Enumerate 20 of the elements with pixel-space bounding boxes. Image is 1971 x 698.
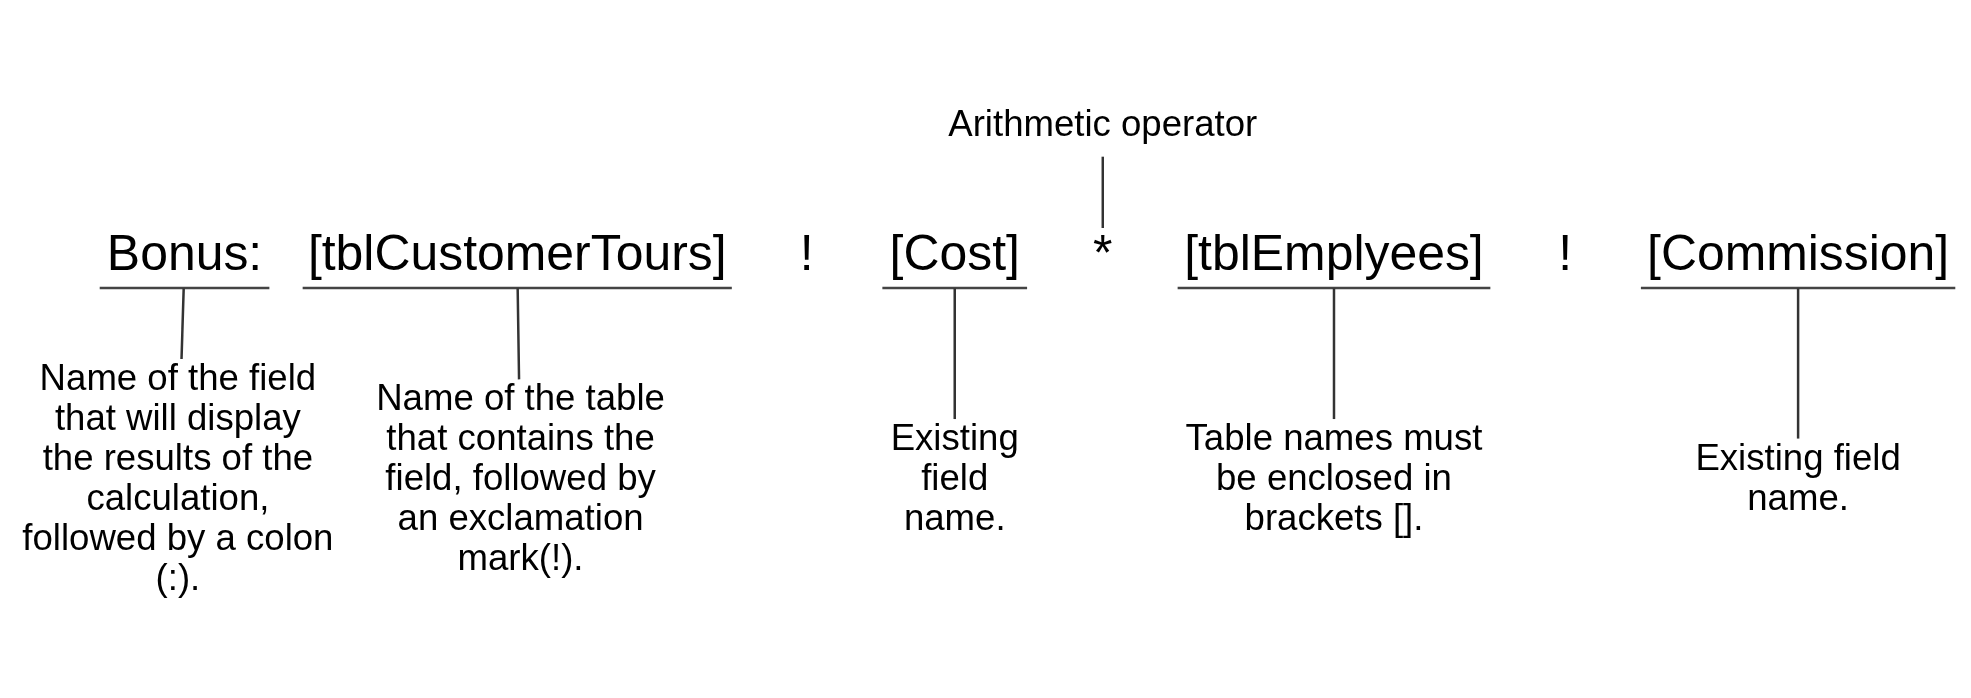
node-text: Existing field name. bbox=[1695, 436, 1901, 518]
node-text: Name of the table that contains the field, followed by an exclamation mark(!). bbox=[376, 376, 665, 578]
node-text: Name of the field that will display the results of the calculation, followed by a colon (:). bbox=[22, 356, 334, 598]
node-text: Table names must be enclosed in brackets []. bbox=[1185, 416, 1483, 538]
node-text: Bonus: bbox=[106, 224, 263, 281]
connector bbox=[1101, 156, 1104, 228]
label: ! bbox=[799, 224, 814, 281]
connector bbox=[516, 287, 521, 379]
node-text: Arithmetic operator bbox=[948, 102, 1258, 144]
connector bbox=[953, 287, 956, 419]
node-text: Existing field name. bbox=[890, 416, 1019, 538]
connector bbox=[1332, 287, 1336, 419]
node-text: [Commission] bbox=[1647, 224, 1950, 281]
label: ! bbox=[1558, 224, 1573, 281]
connector bbox=[1796, 287, 1800, 439]
node-text: * bbox=[1093, 224, 1113, 281]
node-text: [Cost] bbox=[889, 224, 1020, 281]
connector bbox=[180, 287, 185, 359]
node-text: [tblCustomerTours] bbox=[307, 224, 727, 281]
node-text: [tblEmplyees] bbox=[1184, 224, 1484, 281]
